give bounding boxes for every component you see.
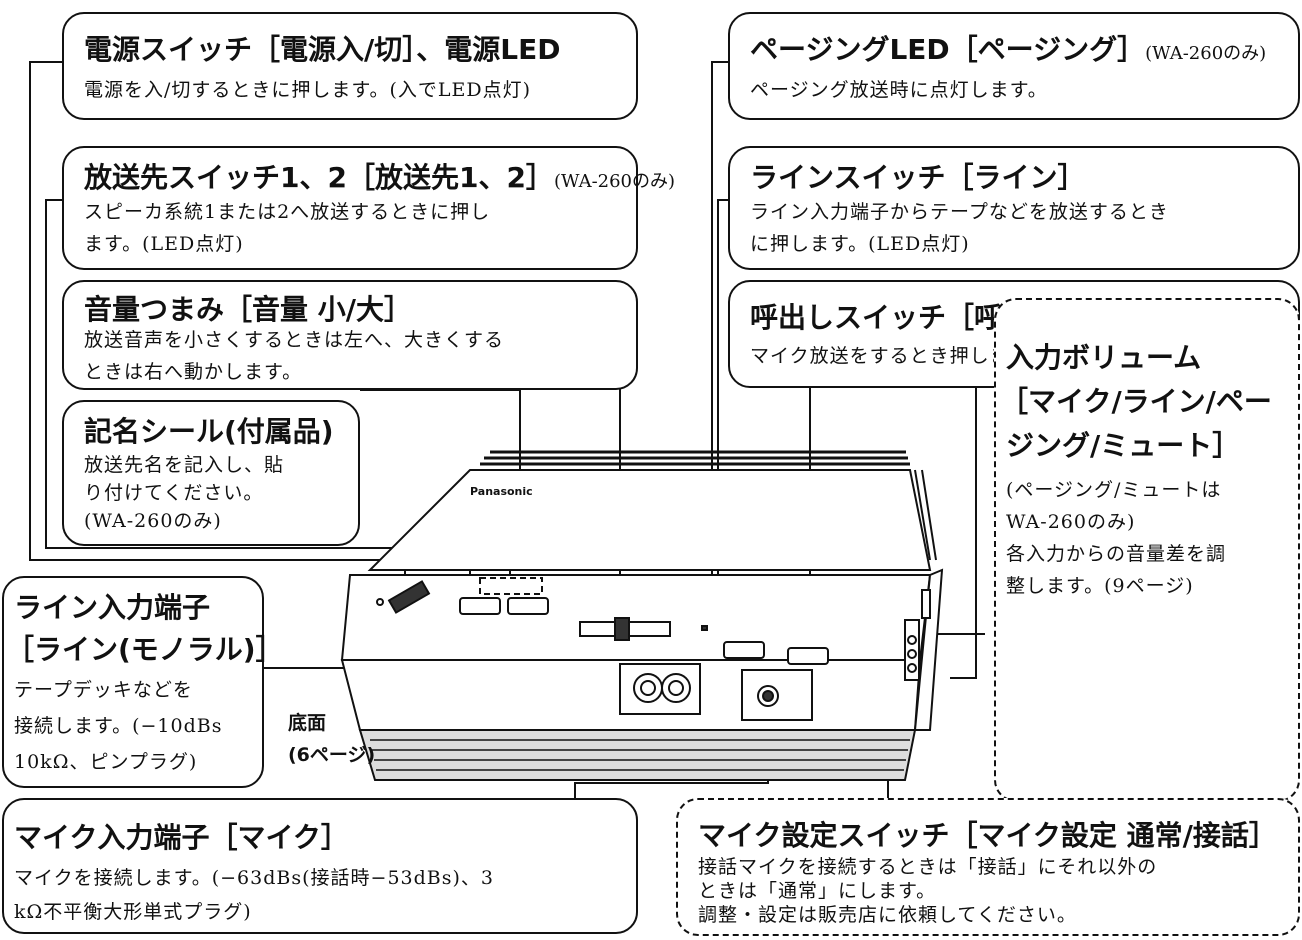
dest-desc2: ます。(LED点灯) bbox=[84, 233, 244, 255]
volume-desc1: 放送音声を小さくするときは左へ、大きくする bbox=[84, 329, 505, 351]
dest-title: 放送先スイッチ1、2［放送先1、2］(WA-260のみ) bbox=[84, 156, 675, 196]
mic-setting-desc3: 調整・設定は販売店に依頼してください。 bbox=[698, 904, 1077, 926]
callout-power-switch: 電源スイッチ［電源入/切］、電源LED 電源を入/切するときに押します。(入でL… bbox=[62, 12, 638, 120]
mic-input-desc1: マイクを接続します。(−63dBs(接話時−53dBs)、3 bbox=[14, 867, 494, 889]
volume-title: 音量つまみ［音量 小/大］ bbox=[84, 293, 412, 326]
power-desc: 電源を入/切するときに押します。(入でLED点灯) bbox=[84, 79, 532, 101]
callout-dest-switch: 放送先スイッチ1、2［放送先1、2］(WA-260のみ) スピーカ系統1または2… bbox=[62, 146, 675, 270]
line-switch-desc1: ライン入力端子からテープなどを放送するとき bbox=[750, 201, 1169, 223]
brand-logo: Panasonic bbox=[470, 485, 533, 498]
sticker-desc3: (WA-260のみ) bbox=[84, 510, 222, 532]
dest-note: (WA-260のみ) bbox=[553, 171, 676, 192]
paging-desc: ページング放送時に点灯します。 bbox=[750, 79, 1048, 101]
mic-setting-desc2: ときは「通常」にします。 bbox=[698, 880, 937, 902]
paging-title: ページングLED［ページング］(WA-260のみ) bbox=[750, 28, 1266, 68]
power-title: 電源スイッチ［電源入/切］、電源LED bbox=[84, 33, 561, 66]
input-volume-title1: 入力ボリューム bbox=[1006, 341, 1202, 374]
callout-mic-input: マイク入力端子［マイク］ マイクを接続します。(−63dBs(接話時−53dBs… bbox=[2, 798, 638, 934]
sticker-desc2: り付けてください。 bbox=[84, 482, 264, 504]
callout-name-sticker: 記名シール(付属品) 放送先名を記入し、貼 り付けてください。 (WA-260の… bbox=[62, 400, 360, 546]
mic-input-desc2: kΩ不平衡大形単式プラグ) bbox=[14, 901, 252, 923]
line-input-desc2: 接続します。(−10dBs bbox=[14, 715, 223, 737]
dest-desc1: スピーカ系統1または2へ放送するときに押し bbox=[84, 201, 491, 223]
sticker-title: 記名シール(付属品) bbox=[84, 415, 334, 448]
line-switch-title: ラインスイッチ［ライン］ bbox=[750, 161, 1086, 194]
input-volume-title2: ［マイク/ライン/ペー bbox=[1000, 385, 1272, 418]
callout-line-input: ライン入力端子 ［ライン(モノラル)］ テープデッキなどを 接続します。(−10… bbox=[2, 576, 284, 788]
line-input-title2: ［ライン(モノラル)］ bbox=[6, 633, 284, 666]
leader-input-volume bbox=[950, 339, 1000, 679]
volume-desc2: ときは右へ動かします。 bbox=[84, 361, 303, 383]
sticker-desc1: 放送先名を記入し、貼 bbox=[84, 454, 285, 476]
callout-paging-led: ページングLED［ページング］(WA-260のみ) ページング放送時に点灯します… bbox=[728, 12, 1300, 120]
callout-line-switch: ラインスイッチ［ライン］ ライン入力端子からテープなどを放送するとき に押します… bbox=[728, 146, 1300, 270]
mic-setting-title: マイク設定スイッチ［マイク設定 通常/接話］ bbox=[698, 819, 1277, 852]
input-volume-desc4: 整します。(9ページ) bbox=[1006, 575, 1194, 597]
input-volume-desc2: WA-260のみ) bbox=[1006, 511, 1136, 533]
bottom-label: 底面 bbox=[288, 712, 327, 734]
callout-volume-knob: 音量つまみ［音量 小/大］ 放送音声を小さくするときは左へ、大きくする ときは右… bbox=[62, 280, 638, 390]
mic-input-title: マイク入力端子［マイク］ bbox=[14, 821, 349, 854]
leader-paging bbox=[711, 61, 728, 622]
callout-input-volume: 入力ボリューム ［マイク/ライン/ペー ジング/ミュート］ (ページング/ミュー… bbox=[994, 298, 1300, 802]
input-volume-desc3: 各入力からの音量差を調 bbox=[1006, 543, 1227, 565]
paging-title-text: ページングLED［ページング］ bbox=[750, 33, 1146, 66]
mic-setting-desc1: 接話マイクを接続するときは「接話」にそれ以外の bbox=[698, 856, 1158, 878]
paging-note: (WA-260のみ) bbox=[1145, 43, 1267, 64]
line-switch-desc2: に押します。(LED点灯) bbox=[750, 233, 970, 255]
bottom-page-ref: (6ページ) bbox=[288, 744, 376, 766]
amplifier-device: Panasonic bbox=[340, 450, 944, 781]
line-input-desc1: テープデッキなどを bbox=[14, 679, 193, 701]
callout-mic-setting: マイク設定スイッチ［マイク設定 通常/接話］ 接話マイクを接続するときは「接話」… bbox=[676, 798, 1300, 936]
input-volume-desc1: (ページング/ミュートは bbox=[1006, 479, 1222, 501]
line-input-desc3: 10kΩ、ピンプラグ) bbox=[14, 751, 198, 773]
input-volume-title3: ジング/ミュート］ bbox=[1006, 429, 1241, 462]
line-input-title1: ライン入力端子 bbox=[14, 591, 211, 624]
dest-title-text: 放送先スイッチ1、2［放送先1、2］ bbox=[84, 161, 554, 194]
